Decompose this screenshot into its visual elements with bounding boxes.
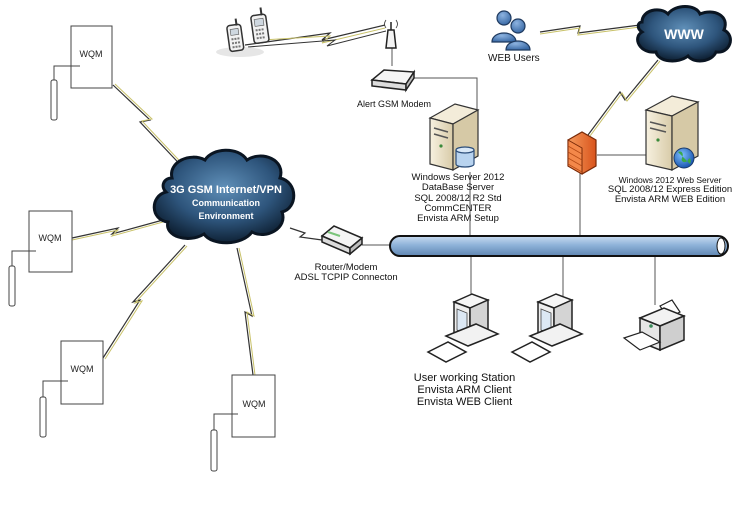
web-users-icon bbox=[491, 10, 531, 51]
web-server-line-2: SQL 2008/12 Express Edition bbox=[607, 184, 733, 196]
wired-links bbox=[362, 45, 656, 305]
alert-gsm-modem-label: Alert GSM Modem bbox=[357, 99, 432, 110]
wireless-link-web-users bbox=[539, 24, 641, 36]
database-server-line-4: CommCENTER bbox=[424, 202, 492, 214]
workstation-label: User working Station Envista ARM Client … bbox=[402, 372, 527, 409]
web-users-label: WEB Users bbox=[488, 53, 540, 65]
wqm-unit-2-label: WQM bbox=[39, 233, 62, 243]
wireless-link-wqm3 bbox=[102, 244, 188, 360]
workstation-line-1: User working Station bbox=[413, 372, 516, 384]
www-cloud-label: WWW bbox=[664, 26, 704, 42]
wireless-link-router bbox=[289, 227, 323, 241]
web-server-line-3: Envista ARM WEB Edition bbox=[614, 194, 726, 206]
workstation-line-2: Envista ARM Client bbox=[417, 383, 512, 396]
database-server-label: Windows Server 2012 DataBase Server SQL … bbox=[408, 172, 508, 224]
database-server-line-2: DataBase Server bbox=[421, 182, 495, 194]
wqm-unit-1-label: WQM bbox=[80, 49, 103, 59]
web-server-label: Windows 2012 Web Server SQL 2008/12 Expr… bbox=[600, 175, 740, 206]
web-users-label-text: WEB Users bbox=[488, 53, 540, 64]
wireless-link-wqm4 bbox=[236, 247, 256, 376]
mobile-phones-icon bbox=[216, 7, 270, 57]
router-modem-line-2: ADSL TCPIP Connecton bbox=[294, 272, 398, 284]
alert-gsm-modem-icon bbox=[370, 19, 416, 93]
database-server-line-3: SQL 2008/12 R2 Std bbox=[414, 192, 502, 204]
wireless-link-phones bbox=[244, 24, 387, 48]
gsm-cloud-line-1: 3G GSM Internet/VPN bbox=[170, 184, 282, 196]
wqm-unit-3: WQM bbox=[39, 340, 104, 438]
wqm-unit-4-label: WQM bbox=[243, 399, 266, 409]
printer-icon bbox=[622, 299, 686, 352]
database-server-icon bbox=[428, 103, 480, 172]
wireless-link-wqm2 bbox=[71, 219, 164, 241]
wqm-unit-1: WQM bbox=[50, 25, 113, 121]
database-server-line-1: Windows Server 2012 bbox=[411, 172, 505, 183]
gsm-cloud-line-2: Communication bbox=[192, 198, 260, 208]
wireless-link-wqm1 bbox=[112, 83, 193, 176]
router-modem-label: Router/Modem ADSL TCPIP Connecton bbox=[286, 262, 406, 284]
workstation-line-3: Envista WEB Client bbox=[416, 395, 513, 408]
web-server-icon bbox=[644, 95, 700, 172]
wqm-unit-2: WQM bbox=[8, 210, 73, 307]
web-server-line-1: Windows 2012 Web Server bbox=[618, 175, 722, 185]
wireless-links bbox=[71, 24, 661, 376]
router-modem-line-1: Router/Modem bbox=[314, 262, 378, 273]
firewall-icon bbox=[567, 131, 597, 175]
www-cloud: WWW bbox=[636, 5, 732, 63]
gsm-cloud-line-3: Environment bbox=[198, 211, 253, 221]
wireless-link-firewall bbox=[587, 59, 661, 137]
alert-gsm-modem-label-text: Alert GSM Modem bbox=[357, 99, 432, 109]
wqm-unit-3-label: WQM bbox=[71, 364, 94, 374]
workstation-1-icon bbox=[426, 293, 500, 363]
database-server-line-5: Envista ARM Setup bbox=[417, 213, 499, 224]
workstation-2-icon bbox=[510, 293, 584, 363]
gsm-cloud: 3G GSM Internet/VPN Communication Enviro… bbox=[152, 148, 296, 245]
router-modem-icon bbox=[320, 225, 364, 256]
network-bus bbox=[389, 235, 729, 257]
wqm-unit-4: WQM bbox=[210, 374, 276, 472]
